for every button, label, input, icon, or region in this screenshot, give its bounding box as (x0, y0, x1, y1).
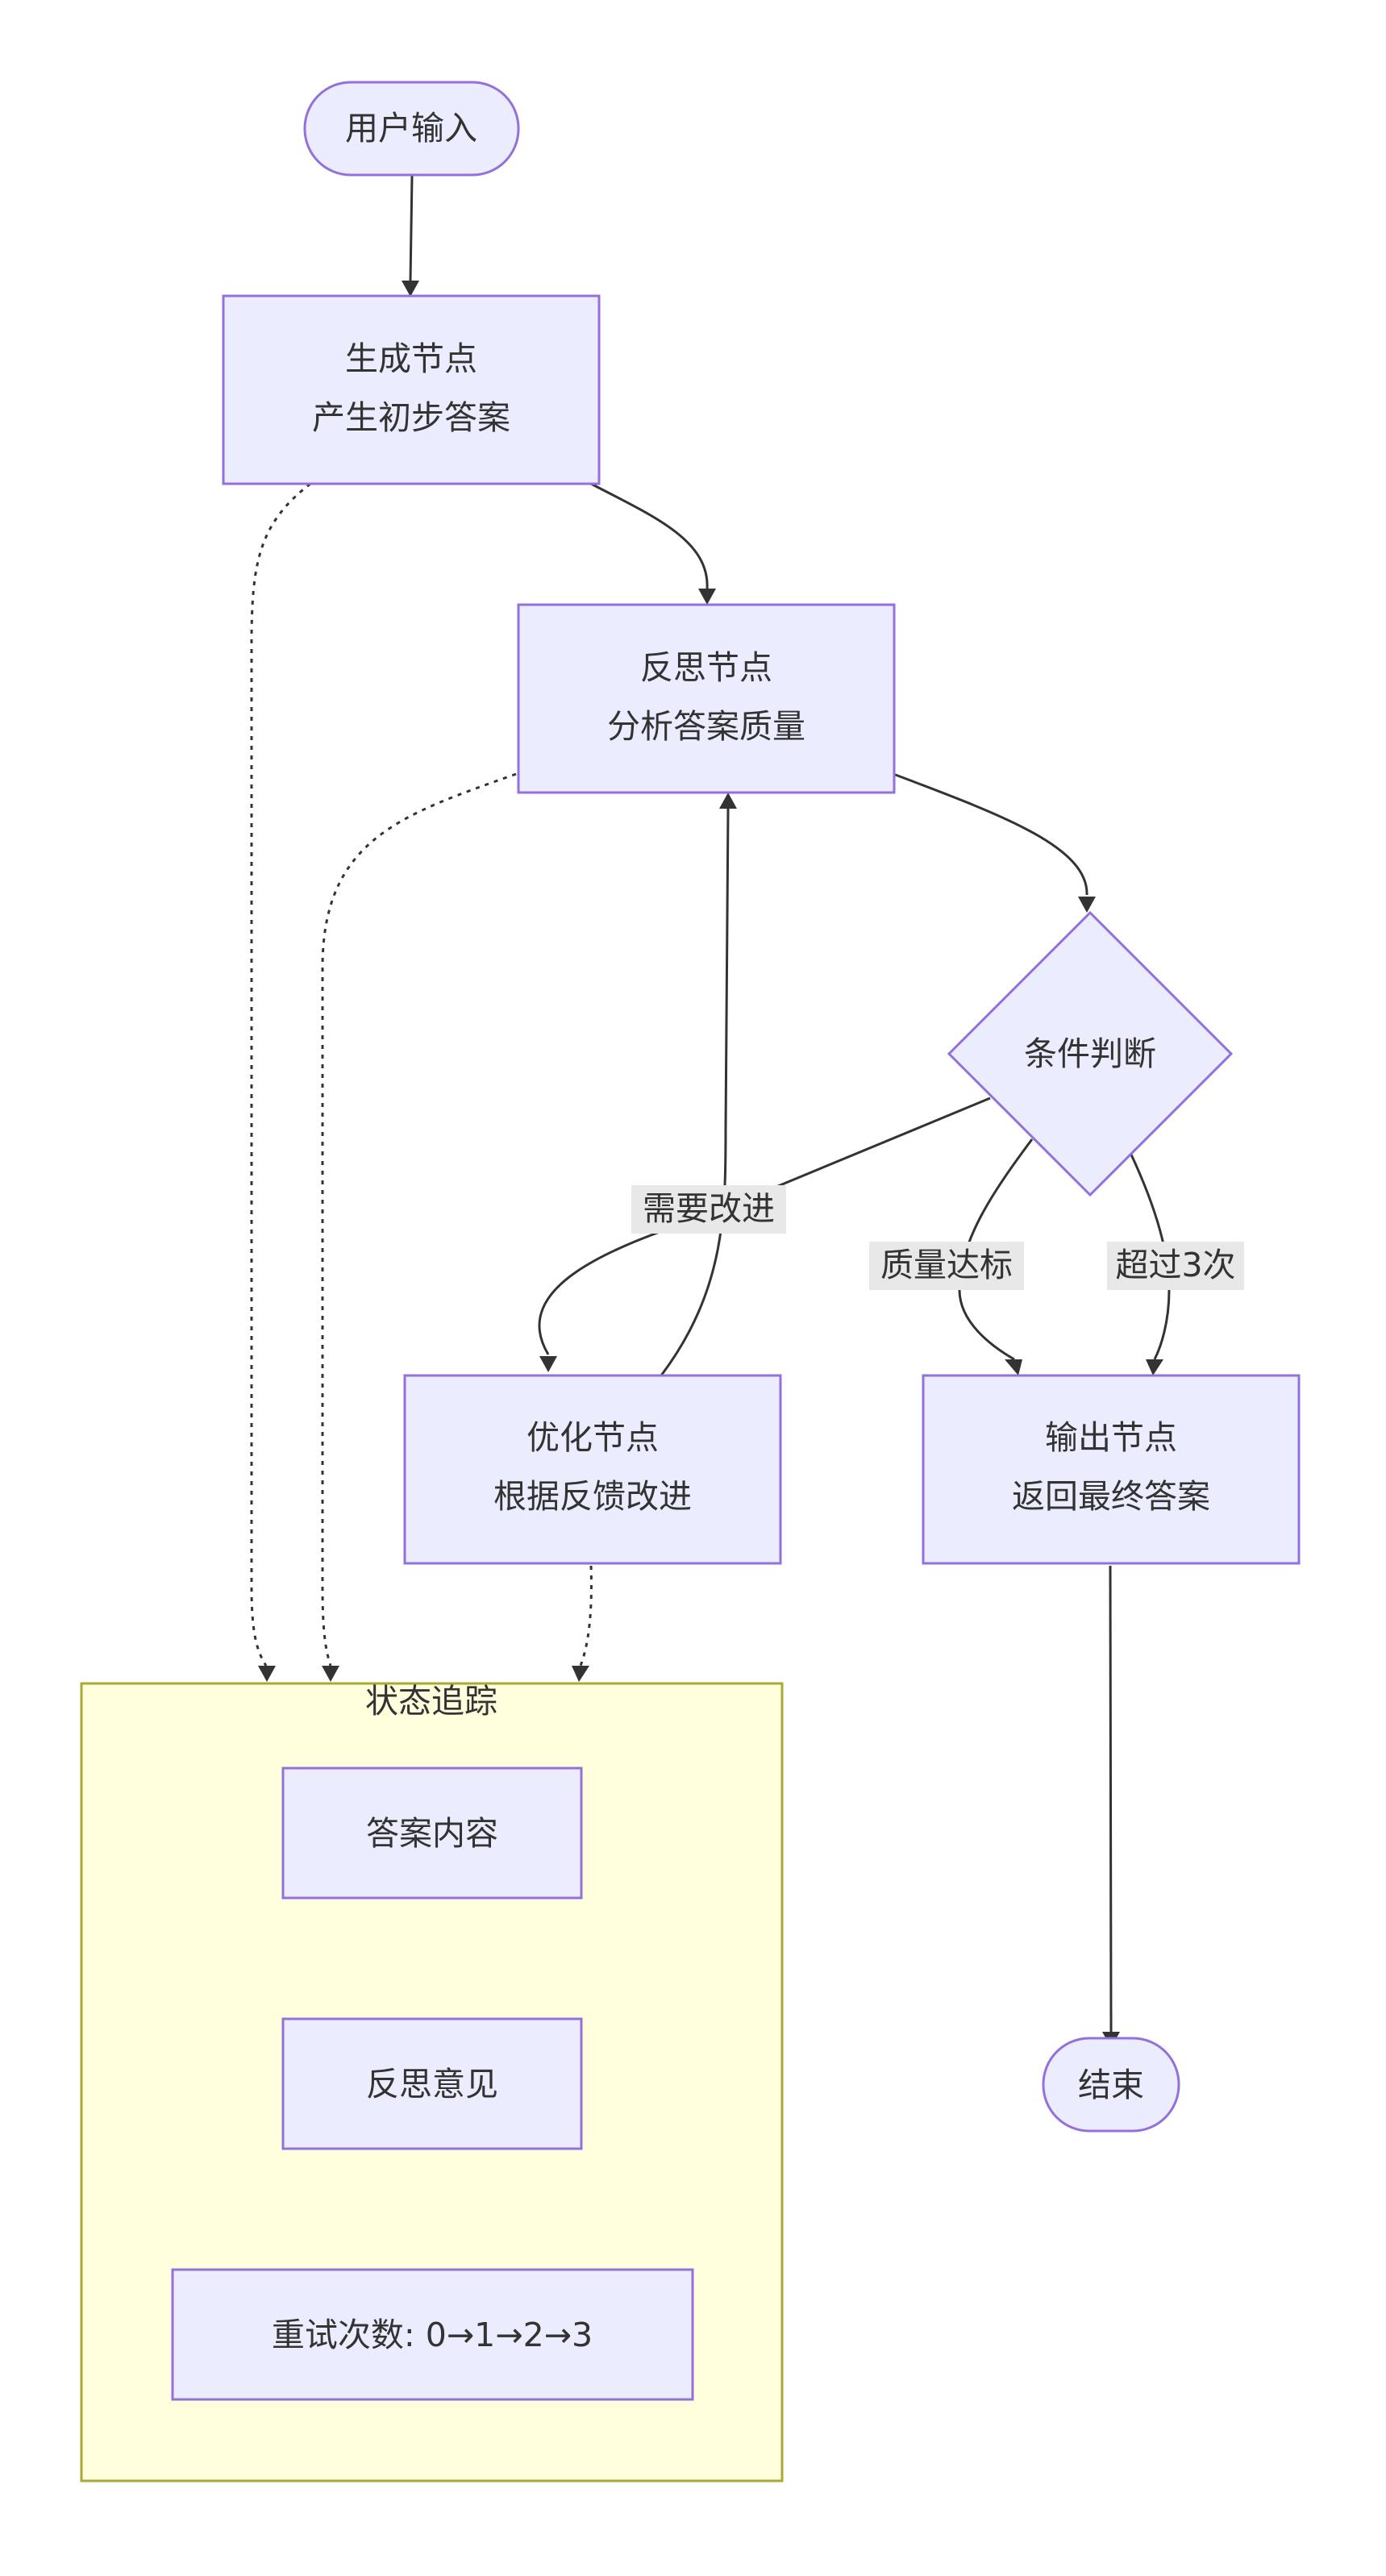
node-output: 输出节点 返回最终答案 (922, 1374, 1301, 1565)
svg-text:答案内容: 答案内容 (366, 1814, 498, 1853)
label-quality-ok: 质量达标 (869, 1242, 1024, 1290)
node-user-input: 用户输入 (303, 81, 520, 177)
svg-text:反思意见: 反思意见 (366, 2065, 498, 2104)
svg-text:结束: 结束 (1078, 2066, 1144, 2104)
svg-text:根据反馈改进: 根据反馈改进 (493, 1477, 692, 1516)
svg-text:重试次数: 0→1→2→3: 重试次数: 0→1→2→3 (272, 2316, 593, 2354)
svg-text:需要改进: 需要改进 (643, 1189, 775, 1228)
arrowhead (1146, 1359, 1163, 1375)
edge-optimize-to-reflect (660, 808, 730, 1376)
svg-text:生成节点: 生成节点 (345, 339, 477, 378)
node-reflect: 反思节点 分析答案质量 (517, 603, 896, 794)
svg-text:反思节点: 反思节点 (640, 648, 772, 687)
label-needs-improvement: 需要改进 (631, 1185, 786, 1234)
label-over-three-times: 超过3次 (1107, 1242, 1244, 1290)
arrowhead (1005, 1359, 1022, 1375)
svg-text:超过3次: 超过3次 (1115, 1246, 1235, 1284)
svg-text:用户输入: 用户输入 (345, 109, 477, 148)
arrowhead (539, 1356, 557, 1372)
arrowhead (1078, 897, 1096, 913)
node-optimize: 优化节点 根据反馈改进 (403, 1374, 782, 1565)
arrowhead (719, 793, 737, 809)
state-item-reflection-feedback: 反思意见 (281, 2017, 583, 2150)
edge-input-to-generate (409, 175, 414, 281)
node-condition: 条件判断 (947, 910, 1234, 1197)
svg-text:优化节点: 优化节点 (527, 1418, 659, 1457)
edge-generate-to-state (250, 482, 311, 1667)
node-end: 结束 (1042, 2037, 1180, 2133)
svg-text:返回最终答案: 返回最终答案 (1012, 1477, 1210, 1516)
arrowhead (402, 281, 419, 297)
arrowhead (258, 1666, 276, 1682)
state-item-answer-content: 答案内容 (281, 1767, 583, 1900)
state-item-retry-count: 重试次数: 0→1→2→3 (171, 2268, 694, 2401)
svg-text:分析答案质量: 分析答案质量 (607, 707, 805, 746)
arrowhead (698, 589, 716, 605)
edge-reflect-to-condition (893, 772, 1088, 896)
node-generate: 生成节点 产生初步答案 (222, 294, 601, 485)
svg-text:输出节点: 输出节点 (1045, 1418, 1177, 1457)
arrowhead (322, 1666, 339, 1682)
arrowhead (572, 1666, 589, 1682)
svg-text:产生初步答案: 产生初步答案 (312, 398, 510, 437)
edge-output-to-end (1109, 1565, 1113, 2033)
svg-text:质量达标: 质量达标 (880, 1246, 1013, 1284)
edge-reflect-to-state (321, 772, 517, 1667)
edge-generate-to-reflect (590, 482, 709, 589)
dotted-edges (250, 482, 593, 1682)
state-tracking-title: 状态追踪 (365, 1682, 497, 1721)
edge-optimize-to-state (579, 1565, 593, 1667)
svg-text:条件判断: 条件判断 (1024, 1034, 1156, 1073)
